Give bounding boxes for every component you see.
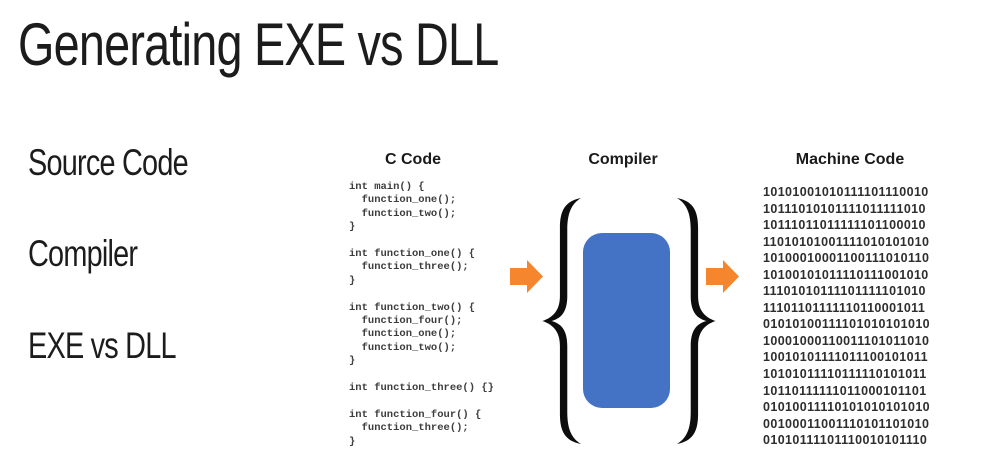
right-curly-brace-shape — [676, 196, 722, 446]
left-curly-brace-shape — [536, 196, 582, 446]
machine-code-line: 00100011001110101101010 — [763, 416, 930, 431]
compiler-box — [583, 233, 670, 408]
machine-code-heading: Machine Code — [795, 151, 905, 168]
rail-label-exe-vs-dll: EXE vs DLL — [28, 325, 177, 366]
machine-code-line: 10101001010111101110010 — [763, 185, 929, 199]
page-title: Generating EXE vs DLL — [18, 11, 499, 78]
machine-code-line: 11101101111110110001011 — [763, 300, 926, 315]
machine-code-line: 10110111111011000101101 — [763, 383, 927, 398]
machine-code-line: 10100010001100111010110 — [763, 251, 930, 266]
c-code-heading: C Code — [385, 151, 441, 168]
c-source-code: int main() { function_one(); function_tw… — [349, 181, 494, 448]
arrow-right-icon — [706, 259, 739, 294]
machine-code-listing: 10101001010111101110010 1011101010111101… — [763, 184, 930, 449]
machine-code-line: 10111010101111011111010 — [763, 201, 926, 216]
machine-code-line: 10101011110111110101011 — [763, 367, 927, 382]
machine-code-line: 10111011011111101100010 — [763, 218, 926, 233]
machine-code-line: 10001000110011101011010 — [763, 333, 930, 348]
rail-label-compiler: Compiler — [28, 233, 138, 274]
machine-code-line: 11101010111101111101010 — [763, 284, 926, 299]
machine-code-line: 11010101001111010101010 — [763, 234, 930, 249]
machine-code-line: 10100101011110111001010 — [763, 267, 929, 282]
arrow-right-icon — [510, 259, 543, 294]
machine-code-line: 01010111101110010101110 — [763, 433, 928, 448]
machine-code-line: 10010101111011100101011 — [763, 350, 928, 365]
rail-label-source-code: Source Code — [28, 142, 189, 183]
compiler-heading: Compiler — [588, 151, 658, 168]
machine-code-line: 01010100111101010101010 — [763, 317, 931, 332]
machine-code-line: 01010011110101010101010 — [763, 400, 931, 415]
